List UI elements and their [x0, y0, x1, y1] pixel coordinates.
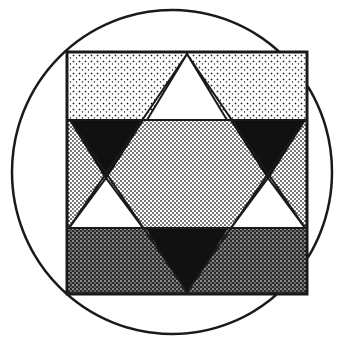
- hexagram-figure: [0, 0, 344, 343]
